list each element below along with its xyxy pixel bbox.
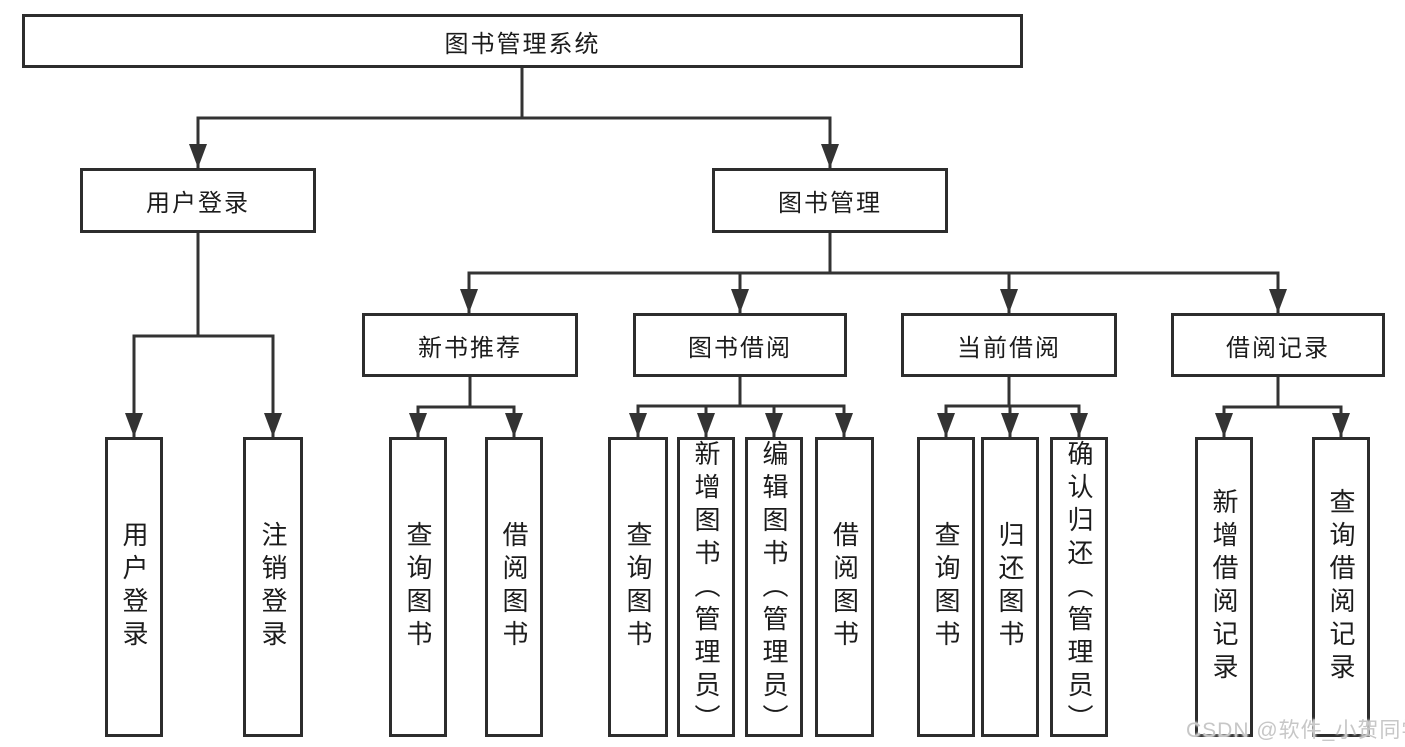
node-label: 查询图书	[931, 521, 961, 653]
leaf-user-login: 用户登录	[105, 437, 163, 737]
node-book-management: 图书管理	[712, 168, 948, 233]
node-label: 注销登录	[258, 521, 288, 653]
node-label: 图书借阅	[688, 334, 792, 362]
node-book-borrowing: 图书借阅	[633, 313, 847, 377]
node-label: 新书推荐	[418, 334, 522, 362]
node-label: 借阅图书	[829, 521, 860, 653]
leaf-query-books-recommend: 查询图书	[389, 437, 447, 737]
leaf-logout: 注销登录	[243, 437, 303, 737]
node-label: 图书管理	[778, 190, 882, 217]
leaf-query-borrow-record: 查询借阅记录	[1312, 437, 1370, 737]
node-label: 图书管理系统	[444, 30, 601, 58]
node-label: 归还图书	[995, 521, 1025, 653]
leaf-add-books-admin: 新增图书（管理员）	[677, 437, 735, 737]
node-label: 当前借阅	[957, 334, 1061, 362]
node-label: 新增图书（管理员）	[691, 440, 721, 737]
leaf-query-books-current: 查询图书	[917, 437, 975, 737]
node-label: 查询借阅记录	[1326, 488, 1356, 686]
node-borrowing-records: 借阅记录	[1171, 313, 1385, 377]
node-label: 用户登录	[146, 190, 250, 217]
leaf-borrow-books: 借阅图书	[815, 437, 874, 737]
node-label: 借阅图书	[499, 521, 529, 653]
node-label: 查询图书	[403, 521, 433, 653]
node-label: 新增借阅记录	[1209, 488, 1239, 686]
leaf-add-borrow-record: 新增借阅记录	[1195, 437, 1253, 737]
node-label: 确认归还（管理员）	[1064, 440, 1094, 737]
node-user-login: 用户登录	[80, 168, 316, 233]
node-label: 编辑图书（管理员）	[759, 440, 789, 737]
leaf-query-books-borrow: 查询图书	[608, 437, 668, 737]
leaf-return-books: 归还图书	[981, 437, 1039, 737]
leaf-borrow-books-recommend: 借阅图书	[485, 437, 543, 737]
csdn-watermark: CSDN @软件_小贺同学	[1186, 719, 1405, 742]
node-label: 查询图书	[623, 521, 653, 653]
node-label: 借阅记录	[1226, 334, 1330, 362]
node-root: 图书管理系统	[22, 14, 1023, 68]
node-current-borrowing: 当前借阅	[901, 313, 1117, 377]
leaf-edit-books-admin: 编辑图书（管理员）	[745, 437, 803, 737]
node-new-book-recommendation: 新书推荐	[362, 313, 578, 377]
leaf-confirm-return-admin: 确认归还（管理员）	[1050, 437, 1108, 737]
node-label: 用户登录	[119, 521, 149, 653]
